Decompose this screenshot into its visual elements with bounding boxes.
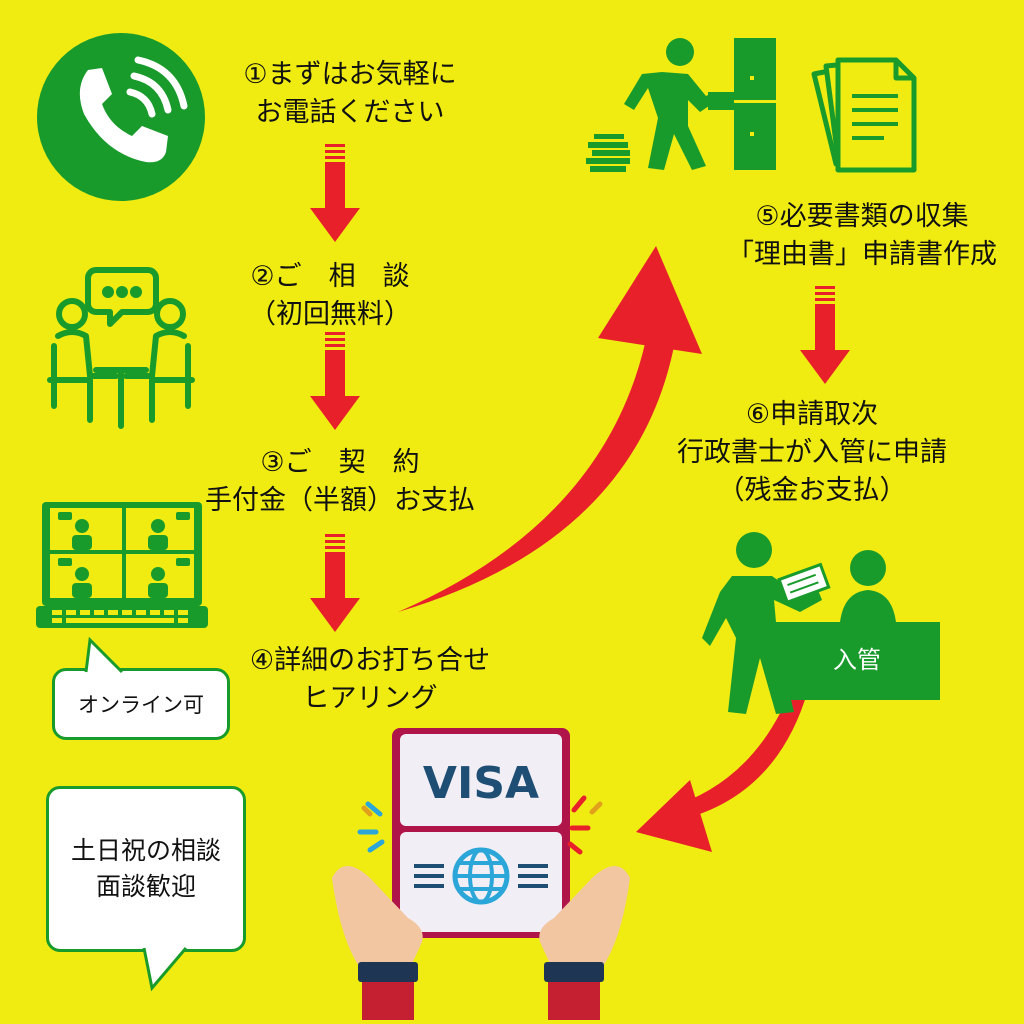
step-5-text: ⑤必要書類の収集 「理由書」申請書作成 (727, 198, 997, 274)
phone-icon (37, 33, 205, 201)
step-2-line1: ②ご 相 談 (250, 261, 410, 292)
step-6-line3: （残金お支払） (717, 475, 907, 506)
down-arrow-1 (310, 144, 360, 242)
step-3-line1: ③ご 契 約 (260, 447, 420, 478)
step-4-text: ④詳細のお打ち合せ ヒアリング (250, 642, 490, 718)
step-3-text: ③ご 契 約 手付金（半額）お支払 (205, 444, 475, 520)
step-1-text: ①まずはお気軽に お電話ください (243, 56, 456, 132)
step-6-text: ⑥申請取次 行政書士が入管に申請 （残金お支払） (677, 396, 947, 510)
step-1-line2: お電話ください (255, 97, 445, 128)
step-4-line1: ④詳細のお打ち合せ (249, 645, 491, 676)
laptop-video-call-icon (36, 502, 208, 628)
step-3-line2: 手付金（半額）お支払 (205, 485, 475, 516)
visa-label: VISA (423, 758, 539, 809)
step-5-line2: 「理由書」申請書作成 (727, 239, 997, 270)
counter-person-icon: 入管 (702, 532, 940, 714)
visa-passport-icon: VISA (332, 728, 630, 1020)
weekend-note-line1: 土日祝の相談 (70, 836, 221, 865)
step-5-line1: ⑤必要書類の収集 (755, 201, 969, 232)
down-arrow-3 (310, 534, 360, 632)
step-6-line2: 行政書士が入管に申請 (677, 437, 947, 468)
online-note-bubble: オンライン可 (52, 668, 230, 740)
step-2-line2: （初回無料） (249, 299, 411, 330)
filing-person-icon (586, 38, 776, 172)
step-1-line1: ①まずはお気軽に (243, 59, 457, 90)
bubble-tail (84, 636, 124, 674)
step-6-line1: ⑥申請取次 (745, 399, 879, 430)
meeting-icon (47, 267, 195, 429)
down-arrow-4 (800, 286, 850, 384)
online-note-text: オンライン可 (78, 693, 204, 717)
step-4-line2: ヒアリング (302, 683, 438, 714)
weekend-note-bubble: 土日祝の相談 面談歓迎 (46, 786, 246, 952)
weekend-note-line2: 面談歓迎 (95, 872, 196, 901)
step-2-text: ②ご 相 談 （初回無料） (249, 258, 411, 334)
bubble-tail (142, 947, 188, 992)
desk-label: 入管 (833, 646, 881, 674)
down-arrow-2 (310, 332, 360, 430)
documents-icon (811, 57, 917, 173)
